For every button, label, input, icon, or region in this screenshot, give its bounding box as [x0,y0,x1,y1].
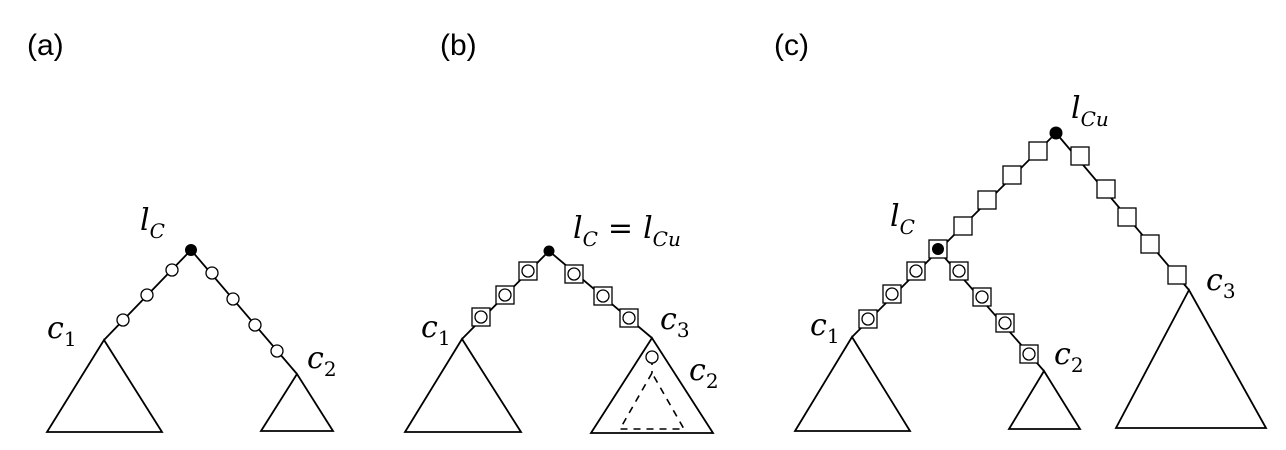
circle-marker [645,350,659,364]
panel-c: (c) [774,29,1268,432]
square-circle-marker [518,261,538,281]
subtree-c1 [45,338,164,433]
square-circle-marker [593,286,613,306]
subtree-c3 [589,336,715,434]
square-circle-marker [495,285,515,305]
circle-marker [116,313,130,327]
lca-node-dot [543,245,555,257]
square-marker [1070,146,1090,166]
square-circle-marker [858,309,878,329]
square-marker [1002,165,1022,185]
square-marker [1117,207,1137,227]
label-lc-equals-lcu: lC=lCu [573,211,681,251]
subtree-c2-dashed [618,371,686,430]
square-circle-marker [564,264,584,284]
label-c2: c2 [307,341,337,381]
label-c3: c3 [1206,263,1236,303]
square-circle-marker [972,287,992,307]
square-marker [953,216,973,236]
circle-marker [248,318,262,332]
circle-marker [205,266,219,280]
subtree-c1 [403,337,523,433]
circle-marker [270,344,284,358]
square-circle-marker [619,308,639,328]
lcu-node-dot [1049,126,1063,140]
panel-b: (b) lC= [403,29,719,434]
square-circle-marker [995,313,1015,333]
panel-a: (a) lC c1 c2 [27,29,337,433]
square-marker [1140,234,1160,254]
square-marker [1028,141,1048,161]
square-circle-marker [906,261,926,281]
label-c2: c2 [689,353,719,393]
square-marker [1167,265,1187,285]
square-marker [1096,179,1116,199]
square-circle-marker [882,284,902,304]
label-c1: c1 [810,308,840,348]
circle-marker [226,292,240,306]
subtree-c3 [1114,288,1268,429]
lc-node-square-dot [928,239,948,259]
subtree-c2 [1007,369,1082,430]
circle-marker [165,263,179,277]
panel-b-label: (b) [440,29,477,62]
subtree-c1 [793,335,912,432]
label-c2: c2 [1054,337,1084,377]
square-circle-marker [1019,344,1039,364]
circle-marker [140,288,154,302]
subtree-c2 [259,372,335,432]
label-c1: c1 [421,310,451,350]
panel-c-label: (c) [774,29,809,62]
square-marker [977,190,997,210]
label-c1: c1 [47,311,77,351]
label-lc: lC [140,203,165,243]
square-circle-marker [949,261,969,281]
label-lc: lC [890,199,915,239]
panel-a-label: (a) [27,29,64,62]
lca-node-dot [185,244,197,256]
label-lcu: lCu [1071,91,1109,131]
label-c3: c3 [660,302,690,342]
square-circle-marker [471,307,491,327]
